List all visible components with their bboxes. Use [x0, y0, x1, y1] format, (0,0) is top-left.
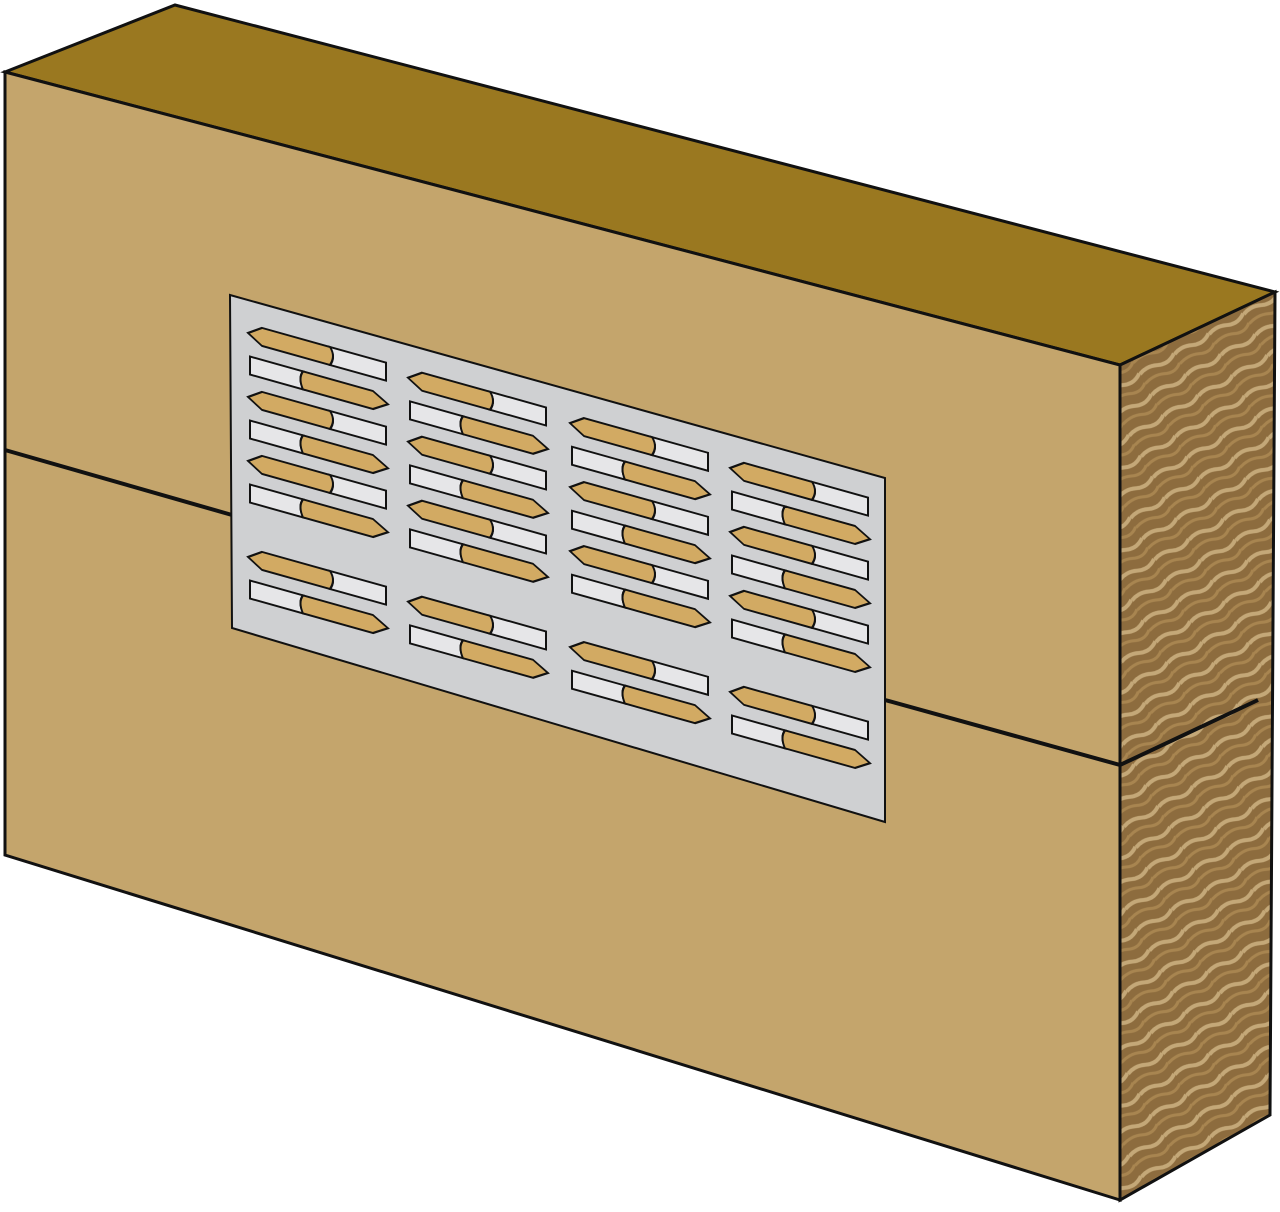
- plate-tooth: [568, 544, 709, 601]
- plate-tooth: [728, 685, 869, 741]
- end-grain-face: [1118, 289, 1277, 1203]
- plate-tooth: [246, 550, 387, 606]
- plate-tooth: [409, 624, 550, 679]
- plate-tooth: [571, 573, 712, 629]
- plate-tooth: [731, 490, 872, 546]
- plate-tooth: [409, 528, 550, 583]
- plate-tooth: [571, 509, 712, 565]
- plate-tooth: [731, 618, 872, 674]
- plate-tooth: [568, 416, 709, 473]
- plate-tooth: [249, 419, 390, 475]
- plate-tooth: [571, 445, 712, 501]
- joint-line-left: [4, 448, 233, 517]
- plate-tooth: [728, 525, 869, 581]
- plate-tooth: [246, 454, 387, 510]
- plate-tooth: [409, 400, 550, 455]
- plate-tooth: [406, 499, 547, 555]
- plate-tooth: [728, 589, 869, 645]
- joint-line-right: [884, 698, 1121, 767]
- plate-tooth: [728, 461, 869, 517]
- joint-line-end: [1119, 698, 1259, 767]
- plate-tooth: [409, 464, 550, 519]
- plate-tooth: [406, 595, 547, 651]
- plate-tooth: [571, 669, 712, 725]
- plate-tooth: [731, 714, 872, 770]
- plate-tooth: [406, 435, 547, 491]
- truss-plate: [228, 293, 886, 824]
- plate-tooth: [406, 371, 547, 427]
- plate-tooth: [246, 326, 387, 382]
- plate-tooth: [568, 640, 709, 697]
- plate-tooth: [249, 579, 390, 635]
- plate-tooth: [731, 554, 872, 610]
- plate-tooth: [249, 483, 390, 539]
- plate-tooth: [568, 480, 709, 537]
- plate-teeth: [246, 326, 872, 770]
- plate-tooth: [246, 390, 387, 446]
- plate-tooth: [249, 355, 390, 411]
